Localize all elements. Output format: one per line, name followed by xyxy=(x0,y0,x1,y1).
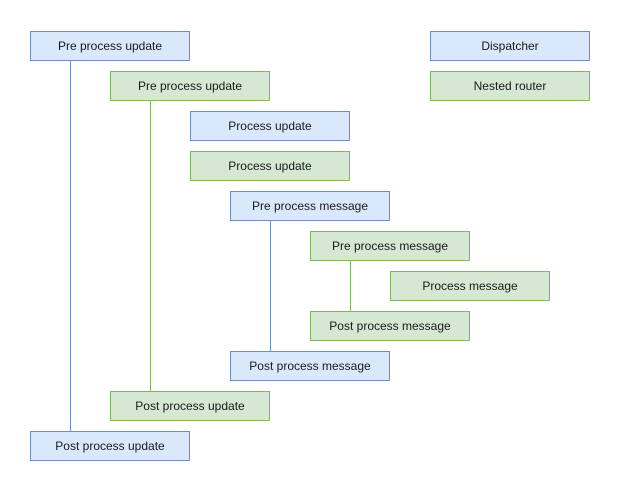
node-box[interactable]: Pre process message xyxy=(310,231,470,261)
node-label: Post process update xyxy=(135,399,245,413)
node-label: Post process update xyxy=(55,439,165,453)
node-label: Process update xyxy=(228,119,312,133)
legend-item-label: Nested router xyxy=(473,79,547,93)
dispatcher-message-lifeline xyxy=(270,221,271,351)
node-label: Pre process update xyxy=(57,39,163,53)
node-box[interactable]: Post process message xyxy=(310,311,470,341)
node-label: Post process message xyxy=(249,359,371,373)
node-label: Pre process message xyxy=(331,239,449,253)
node-box[interactable]: Process update xyxy=(190,111,350,141)
node-box[interactable]: Post process message xyxy=(230,351,390,381)
legend-item-green[interactable]: Nested router xyxy=(430,71,590,101)
node-box[interactable]: Post process update xyxy=(30,431,190,461)
node-box[interactable]: Pre process update xyxy=(110,71,270,101)
node-label: Pre process message xyxy=(251,199,369,213)
node-box[interactable]: Post process update xyxy=(110,391,270,421)
node-box[interactable]: Process message xyxy=(390,271,550,301)
dispatcher-outer-lifeline xyxy=(70,61,71,431)
node-box[interactable]: Pre process message xyxy=(230,191,390,221)
legend-item-label: Dispatcher xyxy=(481,39,539,53)
node-label: Process update xyxy=(228,159,312,173)
node-label: Process message xyxy=(422,279,518,293)
node-label: Pre process update xyxy=(137,79,243,93)
legend-item-blue[interactable]: Dispatcher xyxy=(430,31,590,61)
nested-router-message-lifeline xyxy=(350,261,351,311)
node-box[interactable]: Process update xyxy=(190,151,350,181)
nested-router-outer-lifeline xyxy=(150,101,151,391)
node-label: Post process message xyxy=(329,319,451,333)
node-box[interactable]: Pre process update xyxy=(30,31,190,61)
